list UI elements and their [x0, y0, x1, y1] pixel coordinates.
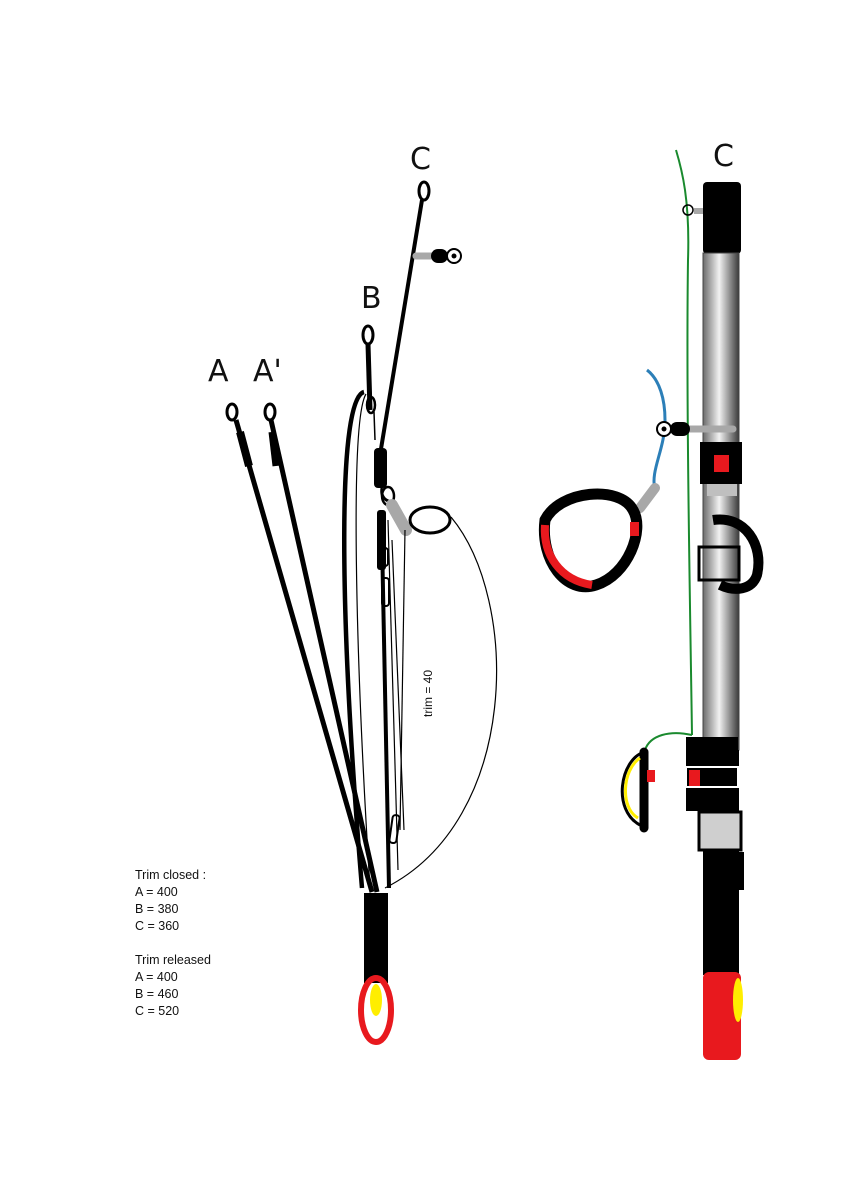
- left-riser-view: A A' B C: [208, 142, 497, 1042]
- brake-handle-marker-icon: [630, 522, 639, 536]
- c-riser-line: [380, 200, 422, 455]
- brake-handle-grip-icon: [545, 525, 592, 585]
- green-line-handle: [645, 733, 692, 750]
- a-prime-riser-ring: [265, 404, 275, 420]
- trim-assembly: trim = 40: [374, 448, 497, 888]
- a-prime-riser: [265, 404, 377, 892]
- legend-closed-title: Trim closed :: [135, 867, 211, 884]
- legend-closed-b: B = 380: [135, 901, 211, 918]
- trim-label: trim = 40: [421, 670, 435, 717]
- c-handle-marker-icon: [647, 770, 655, 782]
- riser-label-c-left: C: [410, 142, 431, 177]
- b-riser-ring: [363, 326, 373, 344]
- trim-tab-icon: [392, 505, 406, 530]
- b-riser-link: [374, 412, 375, 440]
- a-riser-sleeve: [240, 432, 249, 466]
- retainer-strap: [707, 484, 737, 496]
- legend-closed-a: A = 400: [135, 884, 211, 901]
- legend-released-b: B = 460: [135, 986, 211, 1003]
- riser-label-a: A: [208, 354, 229, 389]
- riser-label-b: B: [361, 281, 382, 316]
- a-riser-line: [236, 420, 372, 892]
- green-c-line: [676, 150, 692, 735]
- riser-label-a-prime: A': [253, 354, 282, 389]
- c-riser-pulley-block: [431, 249, 448, 263]
- legend-spacer: [135, 935, 211, 952]
- trim-buckle-top: [374, 448, 387, 488]
- brake-retainer-magnet-icon: [714, 455, 729, 472]
- riser-lower-magnet-icon: [689, 770, 700, 786]
- c-riser-ring: [419, 182, 429, 200]
- legend-closed-c: C = 360: [135, 918, 211, 935]
- trim-shackle-lower: [389, 815, 400, 844]
- a-riser-ring: [227, 404, 237, 420]
- riser-top-cap: [703, 182, 741, 254]
- trim-legend: Trim closed : A = 400 B = 380 C = 360 Tr…: [135, 867, 211, 1020]
- pulley-axle-icon: [452, 254, 457, 259]
- brake-pulley-block: [670, 422, 690, 436]
- legend-released-a: A = 400: [135, 969, 211, 986]
- maillon-insert-icon: [370, 984, 382, 1016]
- riser-label-c-right: C: [713, 139, 734, 174]
- riser-side-tab: [738, 852, 744, 890]
- riser-webbing: [703, 253, 739, 750]
- a-prime-riser-sleeve: [272, 432, 276, 466]
- brake-swivel-icon: [640, 488, 655, 508]
- trim-main-strap: [382, 540, 389, 888]
- brake-handle-ring: [410, 507, 450, 533]
- c-riser: [380, 182, 461, 455]
- right-riser-view: C: [544, 139, 758, 1060]
- legend-released-c: C = 520: [135, 1003, 211, 1020]
- a-prime-riser-line: [271, 420, 377, 892]
- riser-buckle-lower: [699, 812, 741, 850]
- riser-base-strap: [364, 893, 388, 983]
- brake-pulley-axle-icon: [662, 427, 667, 432]
- a-riser: [227, 404, 372, 892]
- riser-maillon-insert-icon: [733, 978, 743, 1022]
- legend-released-title: Trim released: [135, 952, 211, 969]
- riser-base: [361, 893, 391, 1042]
